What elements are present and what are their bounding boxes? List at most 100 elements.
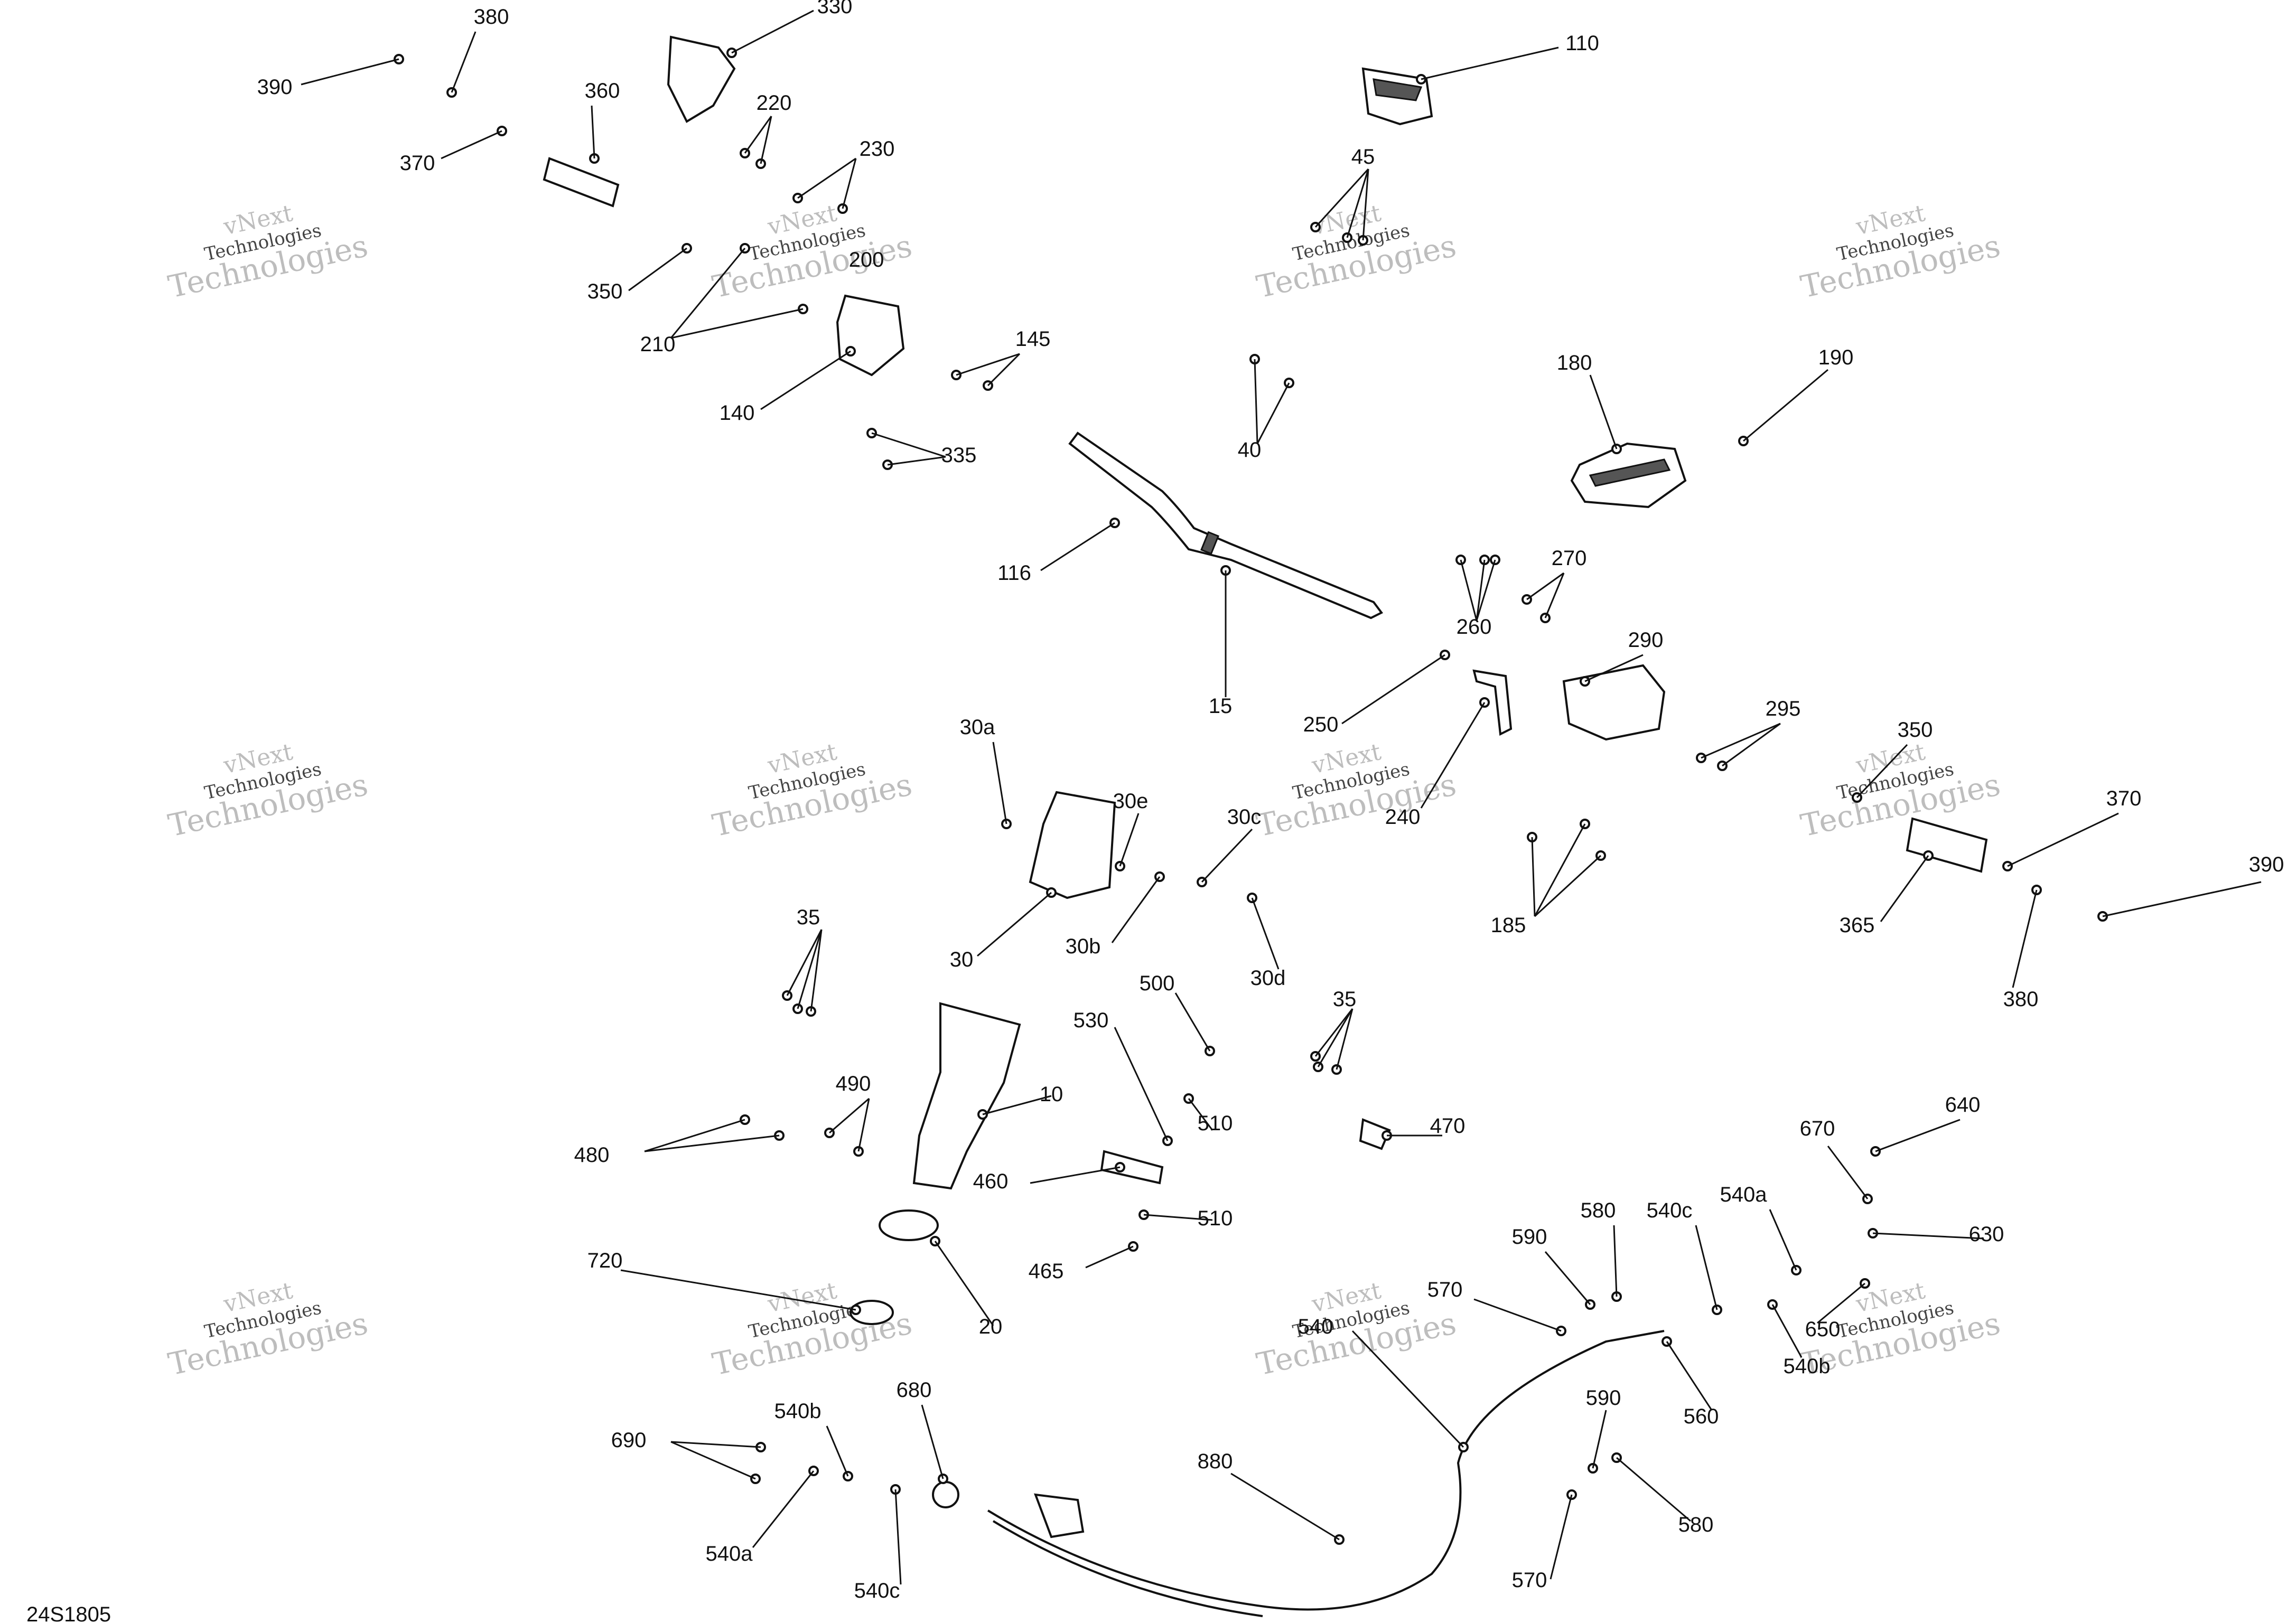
leader-line xyxy=(1114,1027,1169,1141)
leader-line xyxy=(1827,1146,1869,1199)
leader-line xyxy=(826,1425,849,1477)
callout-label: 640 xyxy=(1945,1093,1981,1117)
callout-label: 20 xyxy=(979,1315,1003,1338)
leader-line xyxy=(1722,723,1781,767)
callout-label: 140 xyxy=(720,401,755,425)
grip-left-part xyxy=(543,157,620,208)
callout-label: 670 xyxy=(1800,1117,1835,1140)
callout-label: 590 xyxy=(1512,1225,1547,1249)
callout-label: 510 xyxy=(1198,1112,1233,1135)
callout-label: 540b xyxy=(774,1400,822,1423)
leader-line xyxy=(1584,654,1644,682)
leader-line xyxy=(871,432,946,458)
callout-label: 230 xyxy=(860,137,895,161)
throttle-cable xyxy=(987,1330,1665,1611)
leader-line xyxy=(977,892,1052,957)
leader-line xyxy=(934,1241,994,1326)
bracket-470-part xyxy=(1359,1118,1391,1150)
leader-line xyxy=(1030,1166,1121,1184)
callout-label: 540a xyxy=(1720,1183,1768,1206)
callout-label: 370 xyxy=(2106,787,2142,810)
callout-label: 460 xyxy=(973,1170,1009,1193)
leader-line xyxy=(1880,855,1929,922)
leader-line xyxy=(1201,828,1253,883)
bearing-part xyxy=(879,1209,939,1241)
callout-label: 270 xyxy=(1552,547,1587,570)
brake-lever-part xyxy=(1472,669,1513,736)
leader-line xyxy=(1616,1457,1691,1522)
leader-line xyxy=(1592,1410,1607,1469)
leader-line xyxy=(1872,1232,1984,1240)
throttle-housing-detail xyxy=(1373,78,1423,101)
leader-line xyxy=(760,116,772,164)
leader-line xyxy=(1526,572,1564,601)
leader-line xyxy=(797,157,856,199)
callout-label: 380 xyxy=(474,5,509,29)
callout-label: 290 xyxy=(1628,628,1664,652)
callout-label: 580 xyxy=(1581,1199,1616,1222)
callout-label: 390 xyxy=(257,76,293,99)
leader-line xyxy=(894,1489,902,1585)
leader-line xyxy=(644,1119,745,1152)
callout-label: 30c xyxy=(1227,805,1262,829)
leader-line xyxy=(1771,1304,1803,1358)
ring-720-part xyxy=(850,1300,894,1325)
leader-line xyxy=(731,10,814,54)
callout-label: 350 xyxy=(1898,718,1933,742)
leader-line xyxy=(1143,1214,1213,1221)
hand-guard-right-detail xyxy=(1589,458,1671,487)
leader-line xyxy=(1188,1098,1214,1131)
callout-label: 680 xyxy=(897,1378,932,1402)
parts-layer xyxy=(394,35,2108,1617)
leader-line xyxy=(2012,889,2038,988)
leader-line xyxy=(1544,573,1565,618)
leader-line xyxy=(1589,374,1618,449)
leader-line xyxy=(829,1097,870,1134)
callout-label: 15 xyxy=(1209,695,1233,718)
leader-line xyxy=(1314,1008,1354,1057)
callout-label: 490 xyxy=(836,1072,871,1095)
callout-label: 220 xyxy=(757,91,792,115)
callout-label: 295 xyxy=(1766,697,1801,720)
steering-column-part xyxy=(912,1002,1021,1190)
callout-label: 500 xyxy=(1140,972,1175,995)
handlebar-grip-band xyxy=(1200,531,1219,555)
leader-line xyxy=(956,353,1020,376)
leader-line xyxy=(1476,559,1496,621)
callout-label: 240 xyxy=(1385,805,1421,829)
diagram-code: 24S1805 xyxy=(26,1603,111,1623)
callout-label: 370 xyxy=(400,152,435,175)
leader-line xyxy=(1534,855,1602,917)
leader-line xyxy=(1346,168,1369,238)
leader-line xyxy=(797,929,823,1009)
leader-line xyxy=(982,1095,1052,1115)
callout-label: 380 xyxy=(2003,988,2039,1011)
leader-line xyxy=(1174,992,1211,1052)
leader-line xyxy=(1613,1225,1618,1297)
leader-line xyxy=(1769,1209,1797,1271)
leader-line xyxy=(992,742,1007,824)
leader-line xyxy=(1460,559,1478,621)
callout-label: 335 xyxy=(941,444,977,467)
leader-line xyxy=(1362,168,1369,241)
callout-label: 690 xyxy=(611,1429,647,1452)
leader-line xyxy=(1875,1119,1961,1152)
leader-line xyxy=(1230,1472,1340,1541)
leader-line xyxy=(744,116,772,154)
callout-label: 630 xyxy=(1969,1223,2004,1246)
leader-line xyxy=(1119,813,1140,867)
handlebar-part xyxy=(1068,431,1384,620)
leader-line xyxy=(1701,723,1781,759)
callout-label: 540c xyxy=(1647,1199,1693,1222)
callout-label: 210 xyxy=(640,333,676,356)
leader-line xyxy=(670,1441,756,1480)
